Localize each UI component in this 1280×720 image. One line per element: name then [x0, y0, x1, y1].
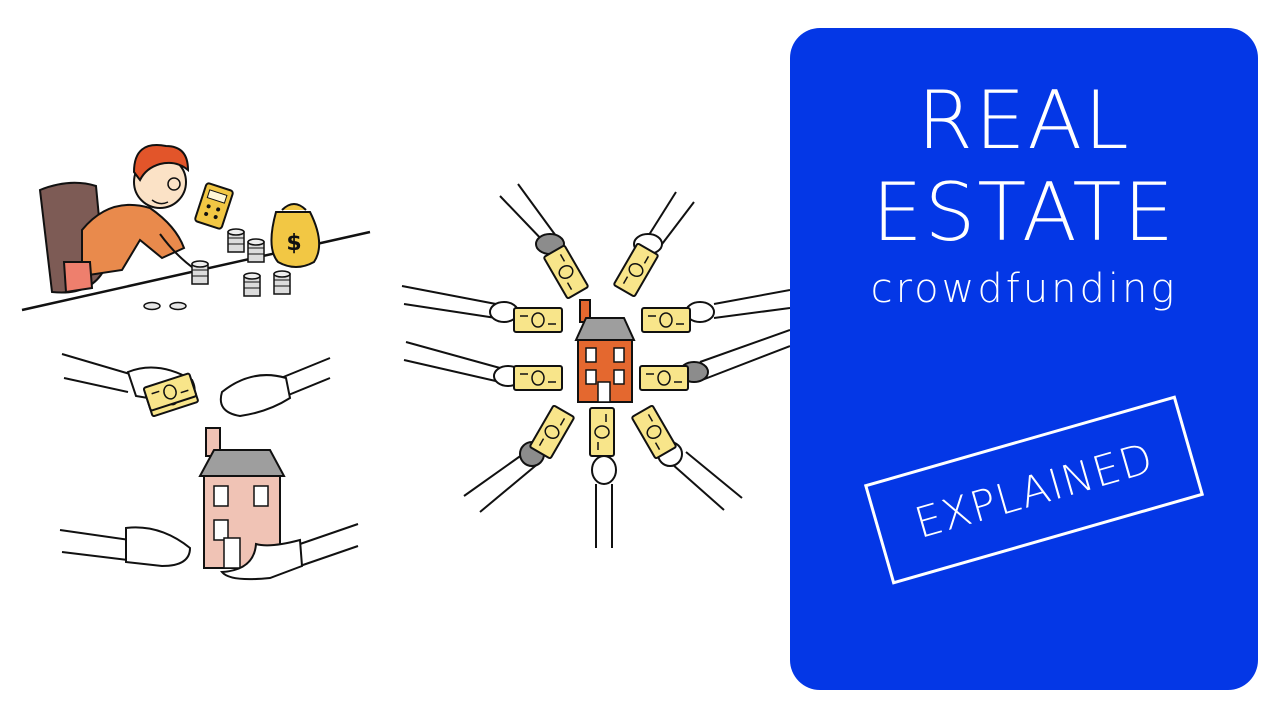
person-at-desk-illustration: $: [21, 144, 371, 312]
crowdfunding-illustration: [401, 183, 790, 548]
house-icon-center: [574, 299, 636, 403]
open-hand-left: [125, 526, 192, 568]
holding-hand-right: [220, 538, 304, 581]
house-handover-illustration: [59, 427, 359, 581]
stamp-label: EXPLAINED: [909, 432, 1159, 548]
explained-stamp: EXPLAINED: [863, 395, 1205, 585]
hands-exchange-illustration: [61, 353, 331, 418]
title-panel: REAL ESTATE crowdfunding EXPLAINED: [790, 28, 1258, 690]
illustration-area: $: [21, 144, 790, 581]
calculator-icon: [194, 182, 234, 230]
person-hair: [132, 144, 190, 182]
title-line-real: REAL: [917, 74, 1131, 167]
person-shorts: [62, 261, 94, 294]
subtitle-crowdfunding: crowdfunding: [870, 266, 1178, 312]
person-body: [81, 203, 186, 278]
receiving-hand: [219, 374, 292, 418]
title-line-estate: ESTATE: [872, 166, 1176, 259]
money-bag-icon: $: [270, 203, 321, 268]
svg-text:$: $: [286, 231, 301, 256]
